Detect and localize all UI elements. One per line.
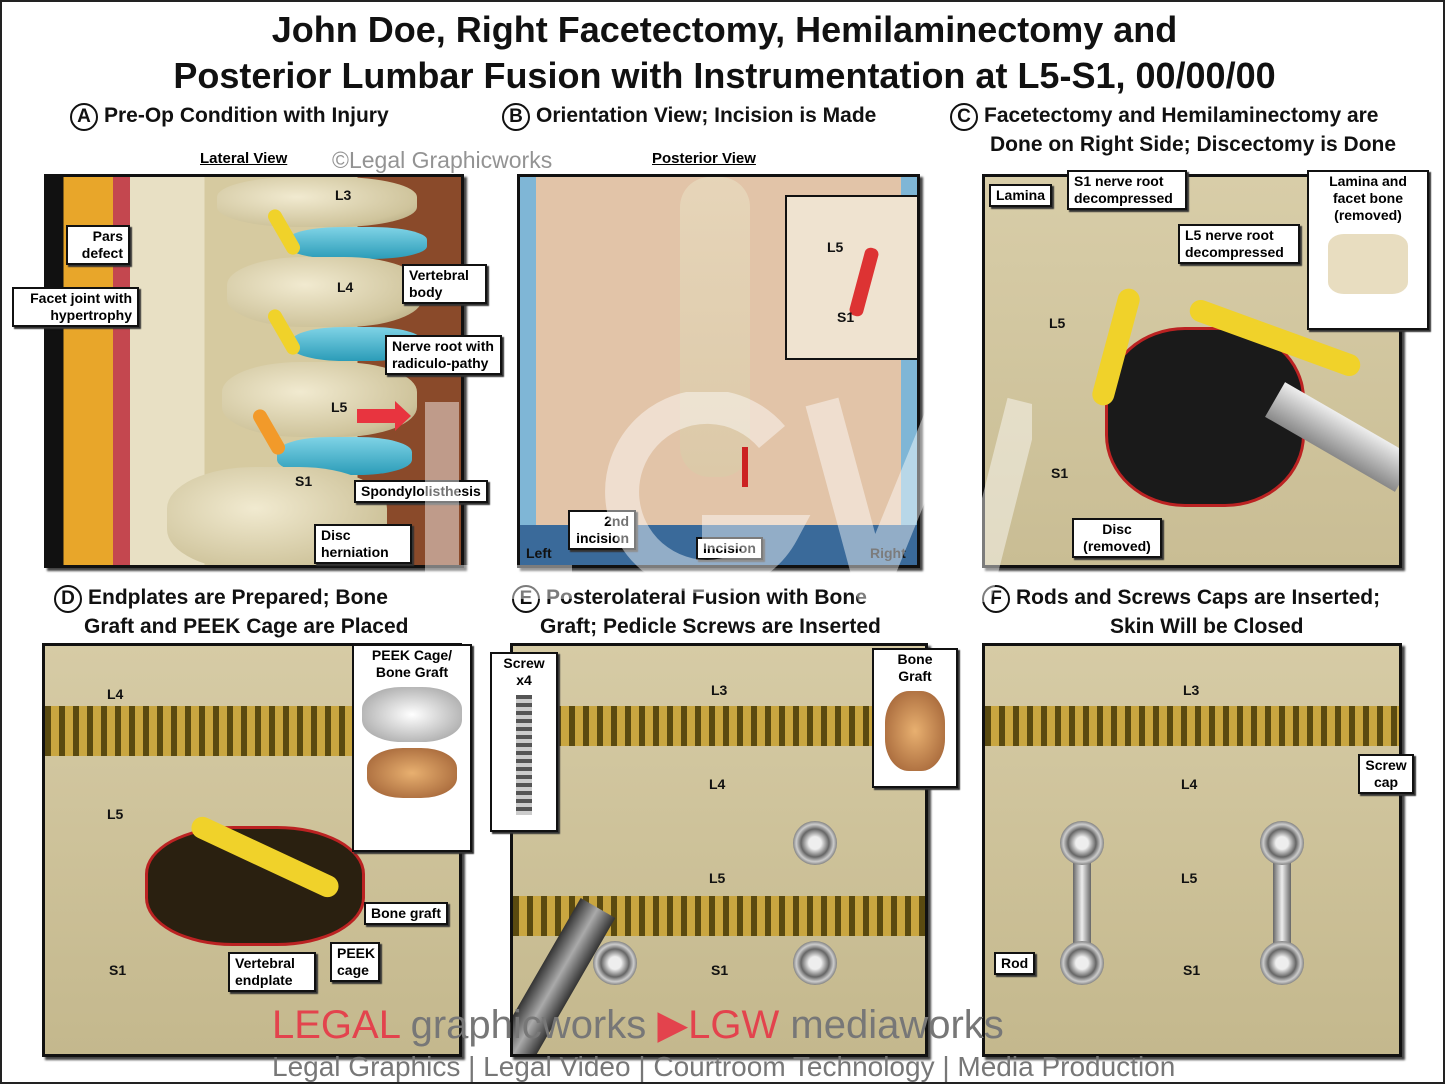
panel-a-title: A Pre-Op Condition with Injury: [70, 102, 389, 131]
label-bone-graft: Bone graft: [364, 902, 448, 925]
logo-graphicworks: graphicworks: [410, 1003, 647, 1047]
label-facet-joint: Facet joint with hypertrophy: [12, 287, 139, 327]
label-text: PEEK Cage/ Bone Graft: [371, 647, 453, 680]
removed-bone-image: [1328, 234, 1408, 294]
label-left: Left: [526, 545, 552, 561]
level-label: L4: [709, 776, 726, 792]
level-label: S1: [711, 962, 729, 978]
panel-letter: D: [54, 585, 82, 613]
panel-e-illustration: L3 L4 L5 S1: [510, 643, 928, 1057]
label-peek-cage: PEEK cage: [330, 942, 380, 982]
bone-graft-image: [367, 748, 457, 798]
label-vertebral-body: Vertebral body: [402, 264, 487, 304]
lateral-view-label: Lateral View: [200, 150, 288, 167]
level-label: L5: [331, 399, 348, 415]
label-text: Lamina and facet bone (removed): [1329, 173, 1407, 223]
level-label: L3: [335, 187, 352, 203]
label-spondylolisthesis: Spondylolisthesis: [354, 480, 488, 503]
level-label: L4: [107, 686, 124, 702]
label-bone-graft-e: Bone Graft: [872, 648, 958, 788]
logo-lgw: LGW: [688, 1003, 780, 1047]
label-vertebral-endplate: Vertebral endplate: [228, 952, 316, 992]
level-label: S1: [1183, 962, 1201, 978]
label-peek-cage-bone-graft: PEEK Cage/ Bone Graft: [352, 644, 472, 852]
label-lamina: Lamina: [989, 184, 1053, 207]
label-lamina-removed: Lamina and facet bone (removed): [1307, 170, 1429, 330]
panel-letter: B: [502, 103, 530, 131]
label-l5-decompressed: L5 nerve root decompressed: [1178, 224, 1300, 264]
panel-title-text: Graft and PEEK Cage are Placed: [84, 615, 409, 638]
panel-title-text: Posterolateral Fusion with Bone: [546, 586, 867, 609]
footer-logo: LEGAL graphicworks ▶LGW mediaworks: [272, 1002, 1004, 1048]
panel-b-illustration: L5 S1: [517, 174, 920, 568]
level-label: L5: [107, 806, 124, 822]
panel-f-illustration: L3 L4 L5 S1: [982, 643, 1402, 1057]
level-label: L5: [709, 870, 726, 886]
level-label: L4: [1181, 776, 1198, 792]
label-text: Screw x4: [503, 655, 545, 688]
peek-cage-image: [362, 687, 462, 742]
panel-b-title: B Orientation View; Incision is Made: [502, 102, 876, 131]
panel-f-title: F Rods and Screws Caps are Inserted; Skin …: [982, 584, 1380, 641]
posterior-view-label: Posterior View: [652, 150, 756, 167]
level-label: L5: [827, 239, 844, 255]
page-title-line1: John Doe, Right Facetectomy, Hemilaminec…: [271, 9, 1178, 50]
label-rod: Rod: [994, 952, 1036, 975]
panel-letter: E: [512, 585, 540, 613]
label-s1-decompressed: S1 nerve root decompressed: [1067, 170, 1187, 210]
label-2nd-incision: 2nd incision: [568, 510, 636, 550]
level-label: S1: [109, 962, 127, 978]
panel-title-text: Skin Will be Closed: [1110, 615, 1304, 638]
panel-title-text: Facetectomy and Hemilaminectomy are: [984, 104, 1379, 127]
level-label: S1: [295, 473, 313, 489]
logo-mediaworks: mediaworks: [790, 1003, 1004, 1047]
level-label: L4: [337, 279, 354, 295]
level-label: S1: [837, 309, 855, 325]
label-incision: Incision: [696, 537, 763, 560]
panel-letter: C: [950, 103, 978, 131]
level-label: L3: [711, 682, 728, 698]
level-label: L5: [1049, 315, 1066, 331]
spondylolisthesis-arrow-icon: [357, 401, 411, 431]
page-title-line2: Posterior Lumbar Fusion with Instrumenta…: [173, 55, 1276, 96]
label-disc-removed: Disc (removed): [1072, 518, 1162, 558]
watermark-text: ©Legal Graphicworks: [332, 147, 553, 173]
inset-magnified-view: L5 S1: [785, 195, 917, 360]
panel-letter: F: [982, 585, 1010, 613]
level-label: S1: [1051, 465, 1069, 481]
label-text: Bone Graft: [897, 651, 933, 684]
logo-legal: LEGAL: [272, 1003, 400, 1047]
label-nerve-root: Nerve root with radiculo-pathy: [385, 335, 502, 375]
level-label: L3: [1183, 682, 1200, 698]
bone-graft-image: [885, 691, 945, 771]
label-disc-herniation: Disc herniation: [314, 524, 412, 564]
panel-title-text: Rods and Screws Caps are Inserted;: [1016, 586, 1381, 609]
play-icon: ▶: [657, 1003, 689, 1047]
screw-image: [516, 695, 532, 815]
panel-title-text: Endplates are Prepared; Bone: [88, 586, 388, 609]
label-pars-defect: Pars defect: [66, 225, 130, 265]
panel-letter: A: [70, 103, 98, 131]
panel-title-text: Done on Right Side; Discectomy is Done: [990, 133, 1397, 156]
footer-tagline: Legal Graphics | Legal Video | Courtroom…: [272, 1051, 1176, 1082]
label-screw-cap: Screw cap: [1358, 754, 1414, 794]
panel-title-text: Pre-Op Condition with Injury: [104, 104, 389, 127]
panel-title-text: Graft; Pedicle Screws are Inserted: [540, 615, 881, 638]
label-screw-x4: Screw x4: [490, 652, 558, 832]
panel-title-text: Orientation View; Incision is Made: [536, 104, 877, 127]
level-label: L5: [1181, 870, 1198, 886]
label-right: Right: [870, 545, 906, 561]
